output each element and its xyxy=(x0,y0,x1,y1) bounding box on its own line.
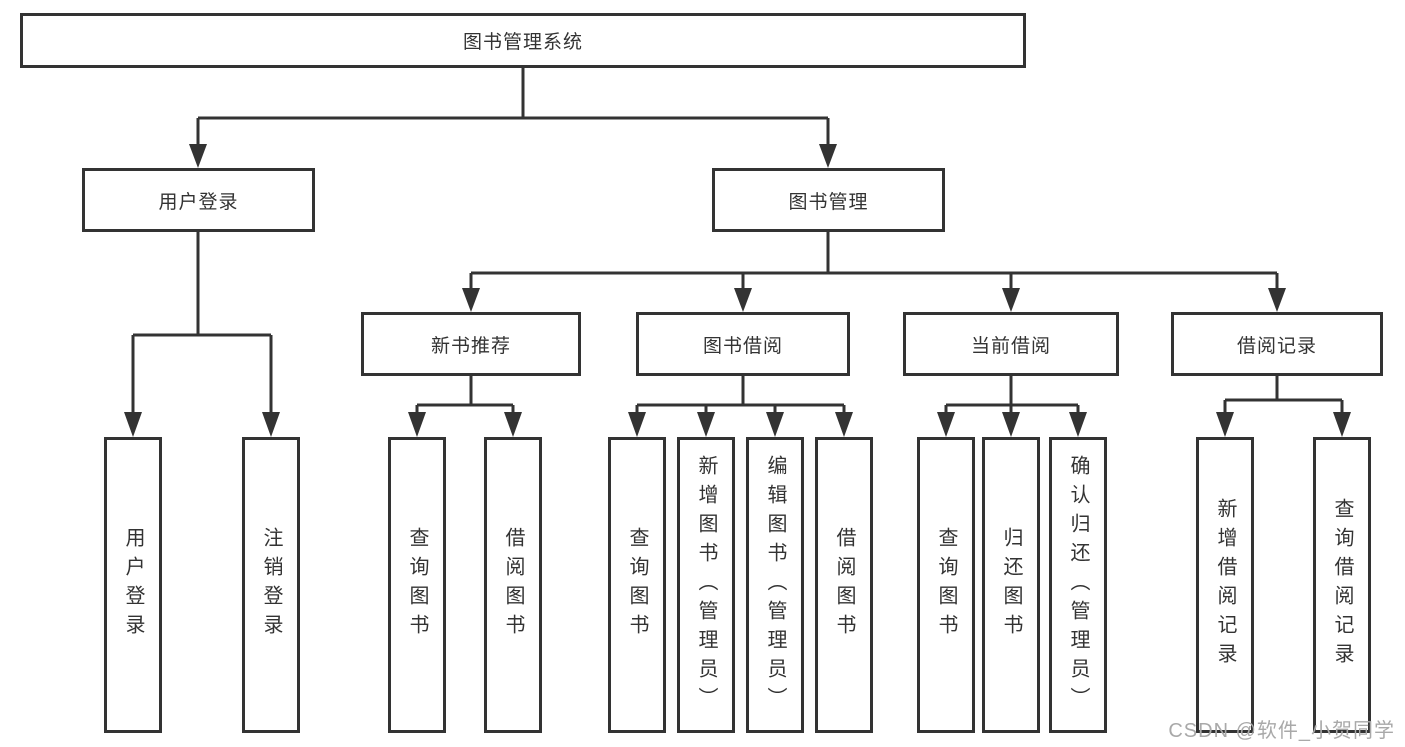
node-new-book-recommend: 新书推荐 xyxy=(361,312,581,376)
leaf-borrow-edit-books-admin: 编辑图书（管理员） xyxy=(746,437,804,733)
leaf-borrow-add-books-admin: 新增图书（管理员） xyxy=(677,437,735,733)
node-book-borrow: 图书借阅 xyxy=(636,312,850,376)
node-root-system: 图书管理系统 xyxy=(20,13,1026,68)
leaf-logout: 注销登录 xyxy=(242,437,300,733)
arrowheads xyxy=(124,144,1351,437)
leaf-current-confirm-return-admin: 确认归还（管理员） xyxy=(1049,437,1107,733)
node-borrow-records: 借阅记录 xyxy=(1171,312,1383,376)
leaf-records-add-record: 新增借阅记录 xyxy=(1196,437,1254,733)
leaf-recommend-query-books: 查询图书 xyxy=(388,437,446,733)
leaf-current-query-books: 查询图书 xyxy=(917,437,975,733)
leaf-recommend-borrow-books: 借阅图书 xyxy=(484,437,542,733)
leaf-current-return-books: 归还图书 xyxy=(982,437,1040,733)
leaf-user-login: 用户登录 xyxy=(104,437,162,733)
leaf-records-query-record: 查询借阅记录 xyxy=(1313,437,1371,733)
node-book-management: 图书管理 xyxy=(712,168,945,232)
leaf-borrow-borrow-books: 借阅图书 xyxy=(815,437,873,733)
node-current-borrow: 当前借阅 xyxy=(903,312,1119,376)
csdn-watermark: CSDN @软件_小贺同学 xyxy=(1168,720,1395,742)
node-user-login: 用户登录 xyxy=(82,168,315,232)
leaf-borrow-query-books: 查询图书 xyxy=(608,437,666,733)
